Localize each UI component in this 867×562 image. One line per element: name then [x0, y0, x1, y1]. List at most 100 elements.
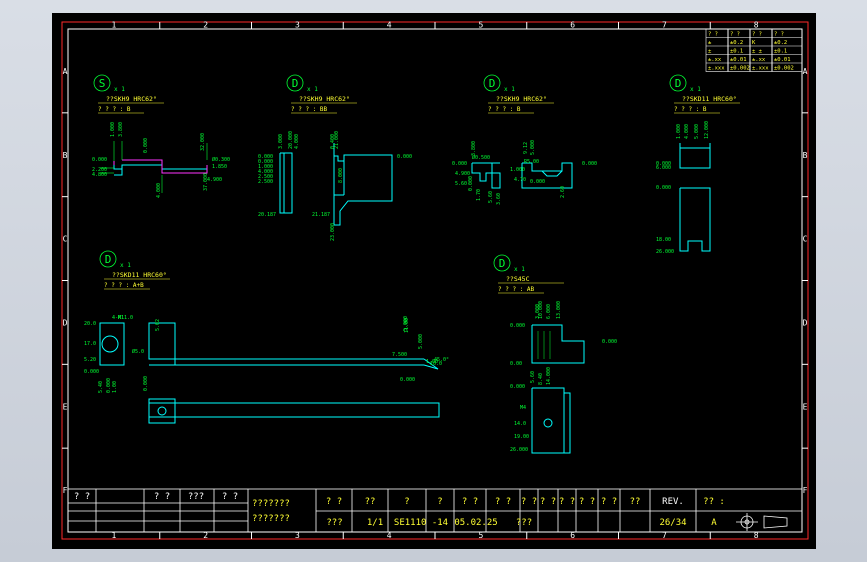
title-company: ???????: [252, 514, 290, 524]
dimension-value: 0.000: [582, 161, 597, 167]
legend-cell: ±.xx: [708, 57, 722, 63]
part-material: ??SKD11 HRC60°: [682, 95, 737, 103]
dimension-value: 10.0: [430, 361, 442, 367]
dimension-value: 10.000: [538, 301, 544, 319]
dimension-value: 2.500: [258, 174, 273, 180]
legend-cell: ±0.01: [774, 57, 791, 63]
dimension-value: 17.0: [84, 341, 96, 347]
part-quantity: x 1: [120, 262, 131, 269]
dimension-value: 2.60: [560, 186, 566, 198]
dimension-value: 4.900: [207, 177, 222, 183]
projection-symbol-icon: [736, 513, 788, 531]
dimension-value: 21.000: [334, 131, 340, 149]
title-top-cell: ? ?: [495, 497, 511, 507]
grid-col-label: 5: [478, 531, 483, 540]
dimension-value: 12.000: [704, 121, 710, 139]
grid-col-label: 4: [387, 531, 392, 540]
dimension-value: 5.000: [403, 316, 409, 331]
dimension-value: 32.000: [200, 133, 206, 151]
part-balloon-letter: S: [99, 77, 106, 90]
dimension-value: 14.000: [546, 367, 552, 385]
dimension-value: 45.0°: [434, 357, 449, 363]
dimension-value: 0.000: [143, 376, 149, 391]
title-top-cell: ? ?: [521, 497, 537, 507]
grid-col-label: 6: [570, 531, 575, 540]
legend-cell: ±0.2: [774, 40, 787, 46]
dimension-value: 5.40: [98, 381, 104, 393]
part-balloon-letter: D: [499, 257, 506, 270]
dimension-value: 0.000: [84, 369, 99, 375]
grid-row-label: C: [803, 235, 808, 244]
dimension-value: 2.500: [258, 179, 273, 185]
dimension-value: 5.000: [530, 140, 536, 155]
title-top-cell: ? ?: [540, 497, 556, 507]
legend-cell: ±0.1: [774, 49, 787, 55]
grid-col-label: 2: [203, 21, 208, 30]
title-top-cell: ?: [404, 497, 409, 507]
title-top-cell: ? ?: [601, 497, 617, 507]
legend-cell: ±0.002: [730, 66, 750, 72]
dimension-value: R5.00: [524, 159, 539, 165]
dimension-value: 13.000: [556, 301, 562, 319]
dimension-value: 26.000: [656, 249, 674, 255]
part1-geometry: [100, 141, 208, 193]
legend-cell: ± ±: [752, 49, 763, 55]
dimension-value: 0.000: [258, 159, 273, 165]
dimension-value: 4.800: [92, 172, 107, 178]
dimension-value: 7.500: [392, 352, 407, 358]
grid-col-label: 5: [478, 21, 483, 30]
dimension-value: 5.60: [488, 191, 494, 203]
dimension-value: 0.000: [510, 323, 525, 329]
dimension-value: Ø0.500: [472, 154, 490, 161]
part-balloon-letter: D: [292, 77, 299, 90]
grid-row-label: E: [63, 402, 68, 411]
dimension-value: 5.20: [84, 357, 96, 363]
grid-row-label: E: [803, 402, 808, 411]
title-top-cell: ? ?: [579, 497, 595, 507]
dimension-value: 0.00: [510, 361, 522, 367]
legend-cell: ±0.01: [730, 57, 747, 63]
grid-col-label: 1: [111, 21, 116, 30]
part-quantity: x 1: [504, 86, 515, 93]
part-quantity: x 1: [307, 86, 318, 93]
grid-row-label: A: [803, 67, 808, 76]
title-header: ???: [188, 492, 204, 502]
dimension-value: 5.60: [530, 371, 536, 383]
dimension-value: 0.000: [400, 377, 415, 383]
dimension-value: 5.60: [455, 181, 467, 187]
dimension-value: 3.800: [118, 122, 124, 137]
title-top-cell: REV.: [662, 497, 684, 507]
dimension-value: 0.000: [468, 176, 474, 191]
part-balloon-letter: D: [675, 77, 682, 90]
legend-cell: ? ?: [708, 32, 718, 38]
dimension-value: 6.000: [656, 165, 671, 171]
title-top-cell: ?? :: [703, 497, 725, 507]
grid-col-label: 3: [295, 531, 300, 540]
dimension-value: 21.187: [312, 212, 330, 218]
grid-row-label: B: [803, 151, 808, 160]
grid-col-label: 7: [662, 531, 667, 540]
dimension-value: 1.70: [476, 189, 482, 201]
part-balloon: [99, 250, 117, 268]
title-bottom-cell: 05.02.25: [454, 518, 497, 528]
dimension-value: 20.000: [288, 131, 294, 149]
dimension-value: 0.000: [106, 378, 112, 393]
part-quantity: x 1: [514, 266, 525, 273]
dimension-value: 4.70: [514, 177, 526, 183]
dimension-value: 2.200: [92, 167, 107, 173]
dimension-value: 1.000: [110, 122, 116, 137]
grid-col-label: 2: [203, 531, 208, 540]
grid-col-label: 8: [754, 531, 759, 540]
dimension-value: 1.850: [212, 164, 227, 170]
legend-cell: ±: [708, 40, 712, 46]
part-note: ? ? ? : B: [488, 106, 521, 113]
grid-marks: [62, 22, 808, 539]
grid-col-label: 1: [111, 531, 116, 540]
legend-cell: ? ?: [730, 32, 740, 38]
title-top-cell: ? ?: [462, 497, 478, 507]
dimension-value: 0.000: [510, 384, 525, 390]
dimension-value: 0.000: [452, 161, 467, 167]
grid-row-label: F: [63, 486, 68, 495]
dimension-value: 1.00: [426, 359, 438, 365]
